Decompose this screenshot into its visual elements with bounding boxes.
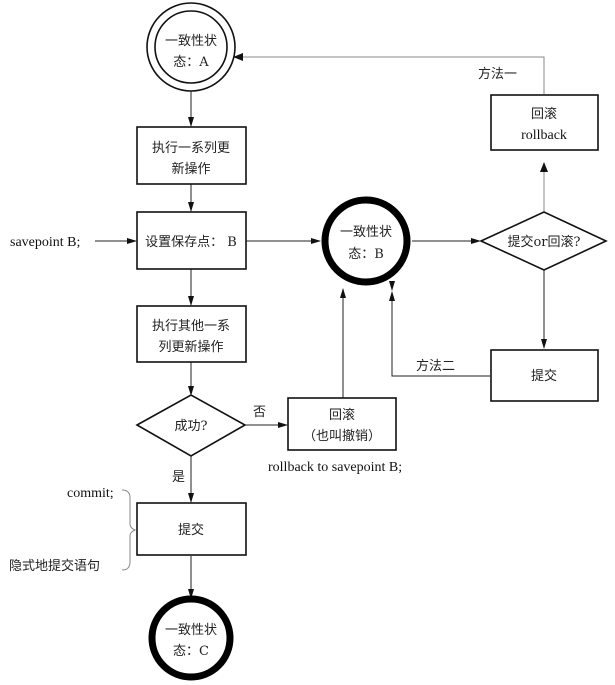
state-a-line1: 一致性状 xyxy=(165,34,217,49)
step2-line2: 列更新操作 xyxy=(158,339,223,355)
state-c-node: 一致性状 态：C xyxy=(148,595,234,681)
commit-or-rollback-decision: 提交or回滚? xyxy=(479,211,608,271)
method1-label: 方法一 xyxy=(478,66,517,82)
yes-label: 是 xyxy=(172,470,185,485)
step1-line1: 执行一系列更 xyxy=(152,141,230,156)
state-a-node: 一致性状 态：A xyxy=(146,2,236,92)
rollback-savepoint-box: 回滚 （也叫撤销） xyxy=(287,397,397,451)
step2-box: 执行其他一系 列更新操作 xyxy=(136,305,247,363)
brace xyxy=(121,489,137,571)
state-b-line1: 一致性状 xyxy=(340,225,392,240)
rollback-box: 回滚 rollback xyxy=(490,94,599,151)
state-c-line1: 一致性状 xyxy=(165,623,217,638)
step2-line1: 执行其他一系 xyxy=(152,319,230,334)
rollback-line1: 回滚 xyxy=(531,106,557,122)
step1-line2: 新操作 xyxy=(171,161,210,177)
state-c-line2: 态：C xyxy=(173,644,209,659)
decision-label: 提交or回滚? xyxy=(507,234,580,250)
state-b-line2: 态：B xyxy=(348,247,384,262)
state-b-node: 一致性状 态：B xyxy=(321,196,411,286)
rollback-sp-line2: （也叫撤销） xyxy=(303,428,381,444)
savepoint-label: 设置保存点： B xyxy=(145,235,237,250)
rollback-sp-line1: 回滚 xyxy=(329,407,355,423)
no-label: 否 xyxy=(253,405,266,420)
rollback-line2: rollback xyxy=(521,128,567,143)
implicit-commit-label: 隐式地提交语句 xyxy=(9,558,100,574)
success-label: 成功? xyxy=(175,419,208,434)
commit-statement: commit; xyxy=(67,486,114,501)
commit-right-label: 提交 xyxy=(531,368,557,384)
connectors xyxy=(95,53,548,599)
success-decision: 成功? xyxy=(135,394,247,457)
method2-label: 方法二 xyxy=(416,358,455,374)
arrow-method1 xyxy=(233,56,545,94)
commit-main-box: 提交 xyxy=(136,502,247,556)
savepoint-box: 设置保存点： B xyxy=(136,211,247,270)
arrow-method2 xyxy=(389,291,490,377)
commit-main-label: 提交 xyxy=(178,522,204,538)
state-a-line2: 态：A xyxy=(173,55,209,70)
commit-right-box: 提交 xyxy=(490,349,599,402)
rollback-to-savepoint-statement: rollback to savepoint B; xyxy=(268,460,402,475)
step1-box: 执行一系列更 新操作 xyxy=(136,126,247,185)
savepoint-statement: savepoint B; xyxy=(10,235,80,250)
